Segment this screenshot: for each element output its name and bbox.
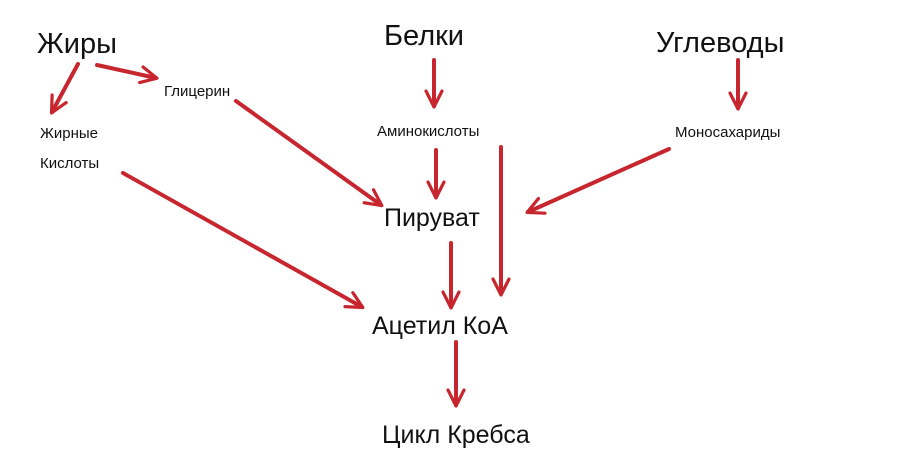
node-glycerol: Глицерин xyxy=(164,83,231,100)
arrow-fats-to-glycerol xyxy=(95,63,159,85)
node-fatty-acids: Жирные Кислоты xyxy=(40,119,99,179)
node-fatty-acids-line2: Кислоты xyxy=(40,155,100,172)
node-fatty-acids-line1: Жирные xyxy=(40,125,98,142)
node-acetyl-coa: Ацетил КоА xyxy=(372,312,508,340)
node-pyruvate: Пируват xyxy=(384,204,480,232)
arrow-fatty-acids-to-acetyl-coa xyxy=(121,171,365,310)
node-proteins: Белки xyxy=(384,20,465,52)
node-amino-acids: Аминокислоты xyxy=(377,123,480,140)
node-krebs-cycle: Цикл Кребса xyxy=(382,421,530,449)
arrow-fats-to-fatty-acids xyxy=(49,62,80,115)
arrow-glycerol-to-pyruvate xyxy=(234,99,384,208)
node-carbs: Углеводы xyxy=(656,27,785,59)
node-fats: Жиры xyxy=(37,28,117,60)
node-monosaccharides: Моносахариды xyxy=(675,124,781,141)
arrow-monosaccharides-to-pyruvate xyxy=(525,147,671,215)
